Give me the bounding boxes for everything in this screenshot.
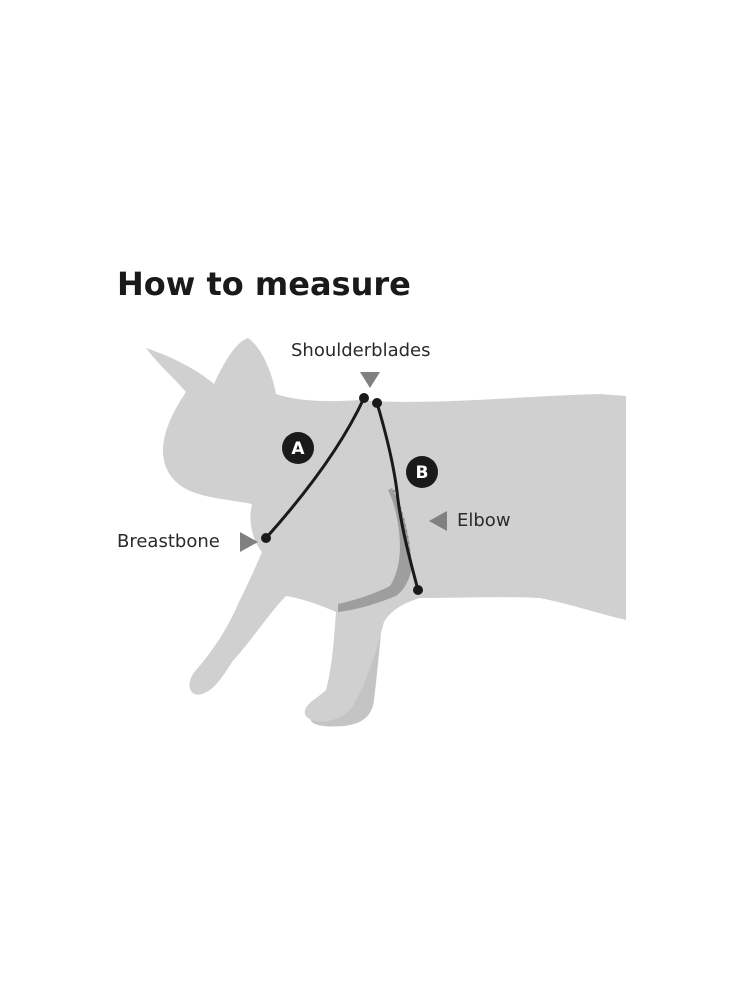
measurement-line-a xyxy=(264,397,366,540)
badge-a: A xyxy=(282,432,314,464)
measurement-a-start-dot xyxy=(359,393,369,403)
elbow-label: Elbow xyxy=(457,510,511,531)
elbow-arrow-icon xyxy=(429,511,447,531)
badge-b-letter: B xyxy=(416,463,429,483)
breastbone-arrow-icon xyxy=(240,532,258,552)
measurement-b-start-dot xyxy=(372,398,382,408)
measurement-line-b xyxy=(375,402,420,591)
measurement-a-end-dot xyxy=(261,533,271,543)
measurement-b-end-dot xyxy=(413,585,423,595)
cat-silhouette xyxy=(146,338,626,722)
harness-strap xyxy=(338,488,412,612)
page-title: How to measure xyxy=(117,265,411,303)
shoulderblades-arrow-icon xyxy=(360,372,380,388)
badge-a-letter: A xyxy=(291,439,305,459)
breastbone-label: Breastbone xyxy=(117,531,220,552)
shoulderblades-label: Shoulderblades xyxy=(291,340,431,361)
badge-b: B xyxy=(406,456,438,488)
